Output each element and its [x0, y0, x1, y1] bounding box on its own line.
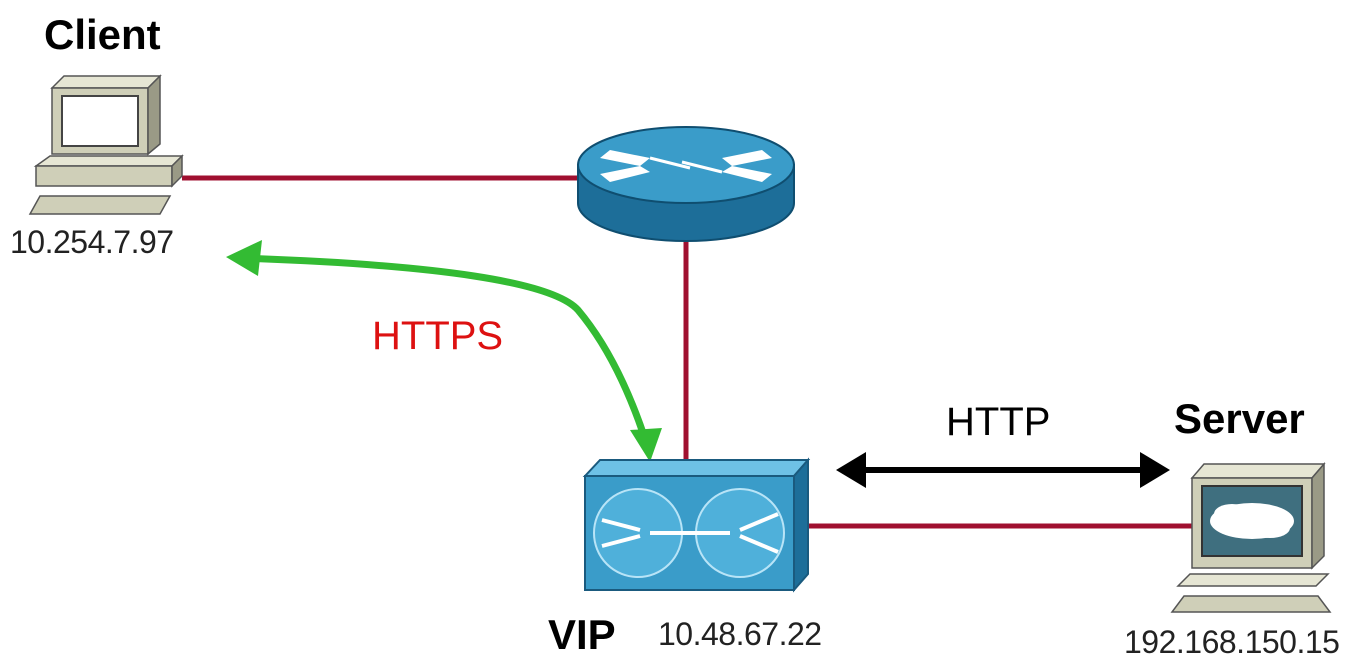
- http-arrowhead-left: [836, 452, 866, 488]
- server-computer-icon: [1170, 461, 1332, 613]
- https-flow-arrow: [237, 254, 652, 450]
- https-label: HTTPS: [372, 314, 504, 358]
- client-ip: 10.254.7.97: [10, 224, 174, 260]
- server-ip: 192.168.150.15: [1124, 624, 1340, 660]
- https-arrowhead-client: [226, 240, 262, 276]
- router-icon: [577, 126, 795, 242]
- client-title: Client: [44, 11, 161, 58]
- desktop-computer-icon: [28, 74, 184, 215]
- server-title: Server: [1174, 395, 1305, 442]
- vip-title: VIP: [548, 611, 616, 658]
- http-label: HTTP: [946, 400, 1051, 444]
- https-arrowhead-vip: [630, 428, 662, 462]
- content-switch-icon: [582, 457, 811, 593]
- http-arrowhead-right: [1140, 452, 1170, 488]
- vip-ip: 10.48.67.22: [658, 616, 822, 652]
